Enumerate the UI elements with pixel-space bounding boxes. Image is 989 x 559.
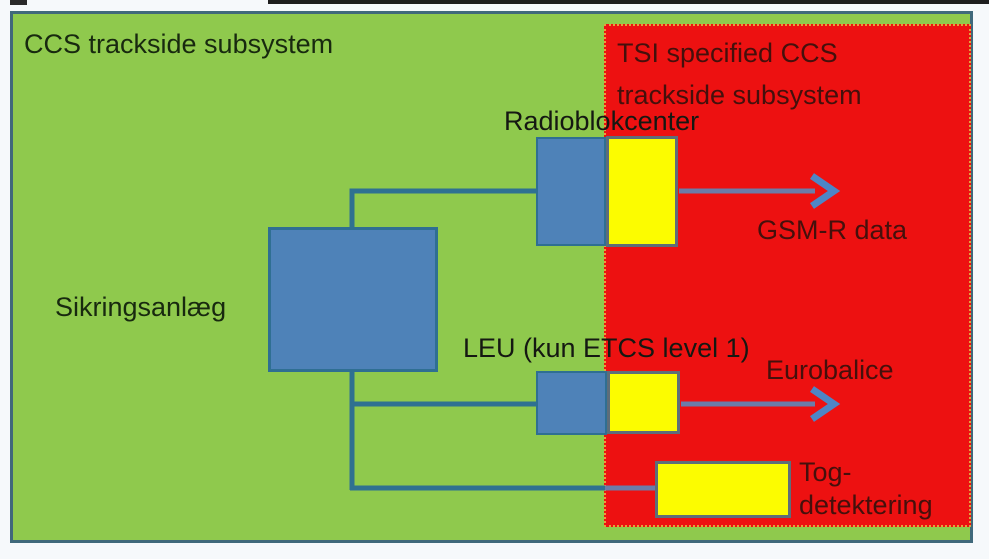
sikringsanlaeg-label: Sikringsanlæg bbox=[55, 292, 227, 322]
eurobalice-label: Eurobalice bbox=[766, 355, 894, 385]
sikringsanlaeg-box bbox=[268, 227, 438, 372]
scan-artifact-mark bbox=[10, 0, 27, 5]
ccs-trackside-region-label: CCS trackside subsystem bbox=[24, 29, 334, 59]
leu-label: LEU (kun ETCS level 1) bbox=[463, 333, 750, 363]
tog-detektering-box bbox=[655, 461, 791, 518]
radioblokcenter-blue-box bbox=[536, 137, 606, 246]
leu-blue-box bbox=[536, 371, 607, 435]
gsmr-data-label: GSM-R data bbox=[757, 215, 908, 245]
tsi-specified-region bbox=[604, 24, 971, 527]
tog-detektering-label: Tog- detektering bbox=[799, 457, 933, 520]
tsi-region-label: TSI specified CCS trackside subsystem bbox=[617, 38, 862, 110]
leu-yellow-box bbox=[607, 371, 680, 434]
radioblokcenter-yellow-box bbox=[606, 136, 678, 247]
radioblokcenter-label: Radioblokcenter bbox=[504, 106, 700, 136]
scan-artifact-line bbox=[268, 0, 989, 4]
